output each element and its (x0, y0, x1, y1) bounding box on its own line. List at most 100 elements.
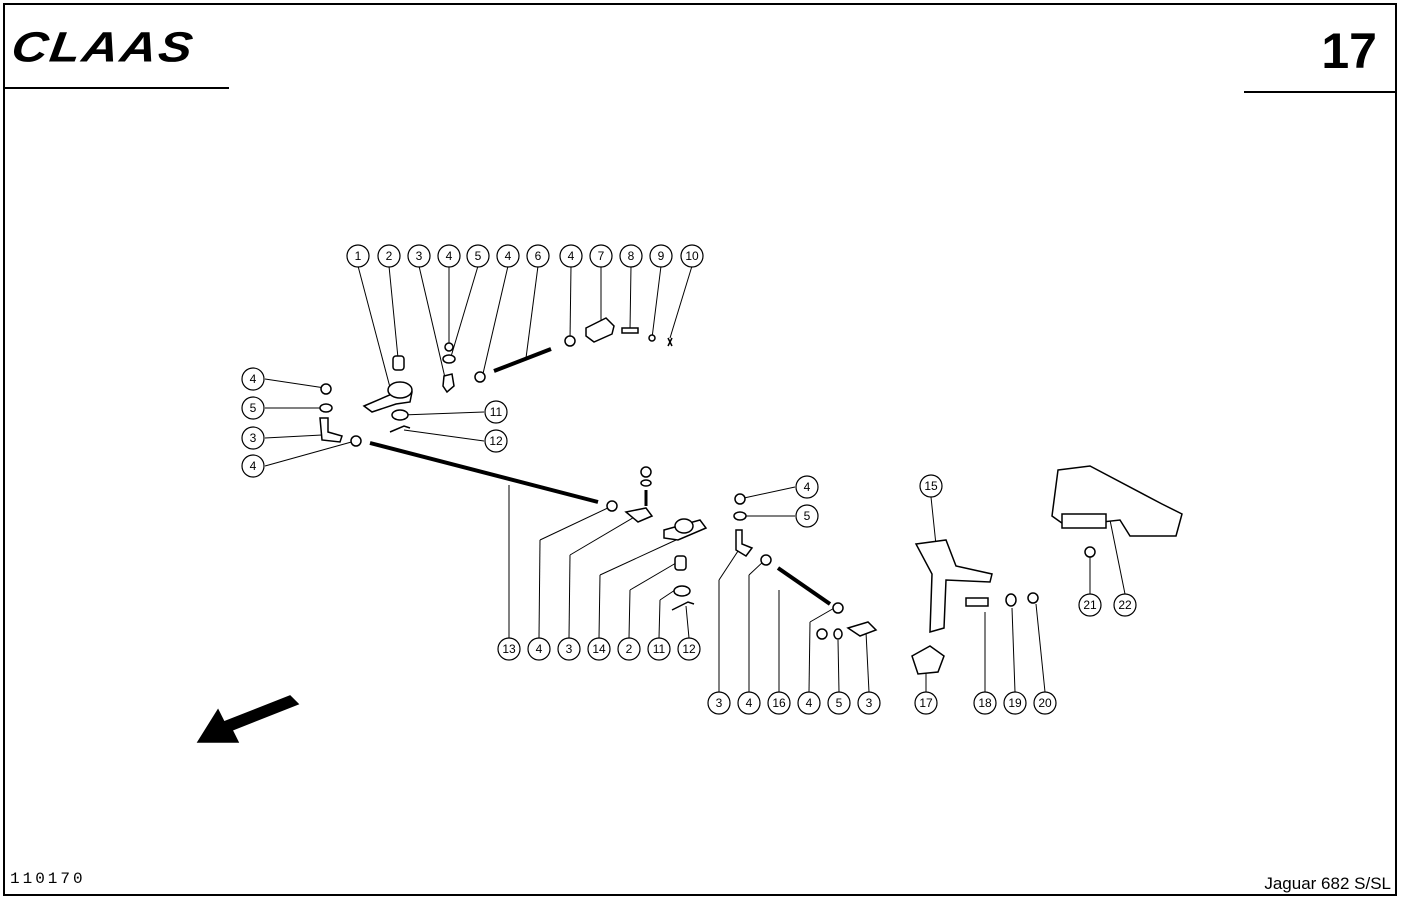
callout-4: 4 (437, 244, 461, 268)
callout-number: 7 (598, 249, 605, 263)
callout-number: 15 (924, 479, 938, 493)
callout-number: 18 (978, 696, 992, 710)
callout-21: 21 (1078, 593, 1102, 617)
callout-circle (241, 454, 265, 478)
ball-joint-center (624, 507, 654, 523)
callout-3: 3 (857, 691, 881, 715)
bolt-18 (965, 597, 989, 607)
nut-lower (816, 628, 828, 640)
washer-19 (1005, 593, 1017, 607)
callout-number: 4 (446, 249, 453, 263)
callout-4: 4 (737, 691, 761, 715)
callout-number: 17 (919, 696, 933, 710)
callout-circle (857, 691, 881, 715)
callout-14: 14 (587, 637, 611, 661)
callout-circle (680, 244, 704, 268)
callout-number: 12 (682, 642, 696, 656)
callout-circle (527, 637, 551, 661)
callout-3: 3 (407, 244, 431, 268)
pedal-lever-15 (914, 539, 993, 634)
lever-hub (387, 381, 413, 399)
callout-6: 6 (526, 244, 550, 268)
callout-number: 5 (836, 696, 843, 710)
pedal-cap-17 (911, 645, 945, 675)
threaded-rod-long (369, 441, 599, 504)
washer-small (648, 334, 656, 342)
washer-left (319, 403, 333, 413)
callout-number: 3 (866, 696, 873, 710)
nut-20 (1027, 592, 1039, 604)
callout-5: 5 (241, 396, 265, 420)
callout-3: 3 (557, 637, 581, 661)
callout-circle (526, 244, 550, 268)
threaded-rod-16 (776, 566, 832, 606)
ball-joint-top (442, 373, 455, 394)
callout-4: 4 (795, 475, 819, 499)
washer-top (442, 354, 456, 364)
callout-number: 5 (250, 401, 257, 415)
callout-13: 13 (497, 637, 521, 661)
clip-12b (671, 601, 695, 611)
callout-8: 8 (619, 244, 643, 268)
clip-12 (389, 425, 411, 433)
callout-circle (241, 367, 265, 391)
page-number: 17 (1321, 23, 1377, 79)
callout-circle (797, 691, 821, 715)
callout-circle (647, 637, 671, 661)
callout-circle (795, 504, 819, 528)
cover-hinge (1061, 513, 1107, 529)
nut-rod-right (606, 500, 618, 512)
callout-number: 21 (1083, 598, 1097, 612)
callout-1: 1 (346, 244, 370, 268)
callout-number: 4 (250, 372, 257, 386)
callout-circle (241, 426, 265, 450)
callout-number: 11 (653, 642, 666, 656)
callout-12: 12 (484, 429, 508, 453)
callout-4: 4 (527, 637, 551, 661)
model-name: Jaguar 682 S/SL (1264, 874, 1391, 893)
callout-number: 1 (355, 249, 362, 263)
callout-number: 19 (1008, 696, 1022, 710)
callout-7: 7 (589, 244, 613, 268)
callout-5: 5 (827, 691, 851, 715)
washer-11b (673, 585, 691, 597)
callout-number: 4 (250, 459, 257, 473)
callout-18: 18 (973, 691, 997, 715)
callout-circle (377, 244, 401, 268)
callout-circle (437, 244, 461, 268)
callout-circle (407, 244, 431, 268)
callout-circle (677, 637, 701, 661)
callout-number: 4 (536, 642, 543, 656)
callout-number: 3 (716, 696, 723, 710)
header-rule-left (3, 87, 229, 89)
callout-circle (827, 691, 851, 715)
callout-circle (497, 637, 521, 661)
washer-11 (391, 409, 409, 421)
threaded-rod-short (493, 347, 552, 373)
clevis (585, 317, 615, 343)
callout-17: 17 (914, 691, 938, 715)
nut-right (564, 335, 576, 347)
callout-circle (619, 244, 643, 268)
callout-number: 4 (505, 249, 512, 263)
callout-4: 4 (241, 454, 265, 478)
callout-9: 9 (649, 244, 673, 268)
callout-circle (559, 244, 583, 268)
callout-number: 5 (475, 249, 482, 263)
washer-center (640, 479, 652, 487)
callout-2: 2 (377, 244, 401, 268)
ball-joint-lower (846, 621, 878, 637)
callout-circle (707, 691, 731, 715)
leader-lines (264, 265, 1126, 693)
bracket-14-hub (674, 518, 694, 534)
callout-circle (346, 244, 370, 268)
nut-mid (474, 371, 486, 383)
header-rule-right (1244, 91, 1397, 93)
washer-right (733, 511, 747, 521)
callout-circle (649, 244, 673, 268)
nut-right-top (734, 493, 746, 505)
nut-center-top (640, 466, 652, 478)
callout-circle (914, 691, 938, 715)
callout-circle (589, 244, 613, 268)
